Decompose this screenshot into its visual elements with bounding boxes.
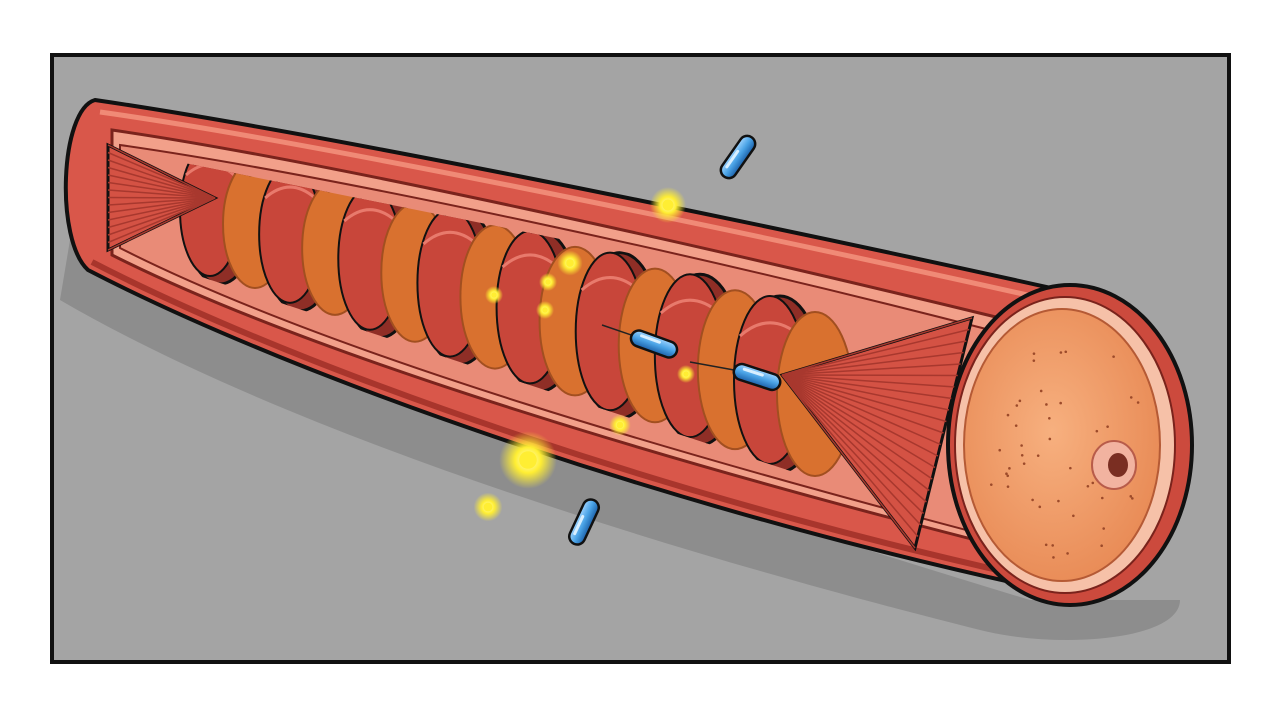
glow-particle-icon-5 — [539, 273, 557, 291]
capsule-icon-4 — [567, 498, 601, 546]
glow-particle-icon-3 — [473, 492, 503, 522]
end-cap-face — [963, 308, 1161, 582]
capsule-icon-2 — [629, 329, 679, 359]
right-cone-icon — [779, 315, 975, 552]
blue-capsules — [567, 134, 782, 546]
capsule-icon-1 — [719, 134, 757, 180]
capsule-icon-3 — [732, 362, 782, 392]
glow-particle-icon-7 — [536, 301, 554, 319]
tube-top-rim — [99, 109, 1051, 303]
glow-particle-icon-1 — [650, 187, 686, 223]
glow-particle-icon-9 — [677, 365, 695, 383]
left-cone-icon — [106, 142, 219, 253]
glow-particles — [473, 187, 695, 522]
glow-particle-icon-2 — [499, 431, 557, 489]
sarcomere-discs — [179, 150, 854, 477]
glow-particle-icon-8 — [609, 414, 631, 436]
glow-particle-icon-6 — [485, 286, 503, 304]
tube-end-cap — [946, 283, 1194, 607]
glow-particle-icon-4 — [557, 250, 583, 276]
